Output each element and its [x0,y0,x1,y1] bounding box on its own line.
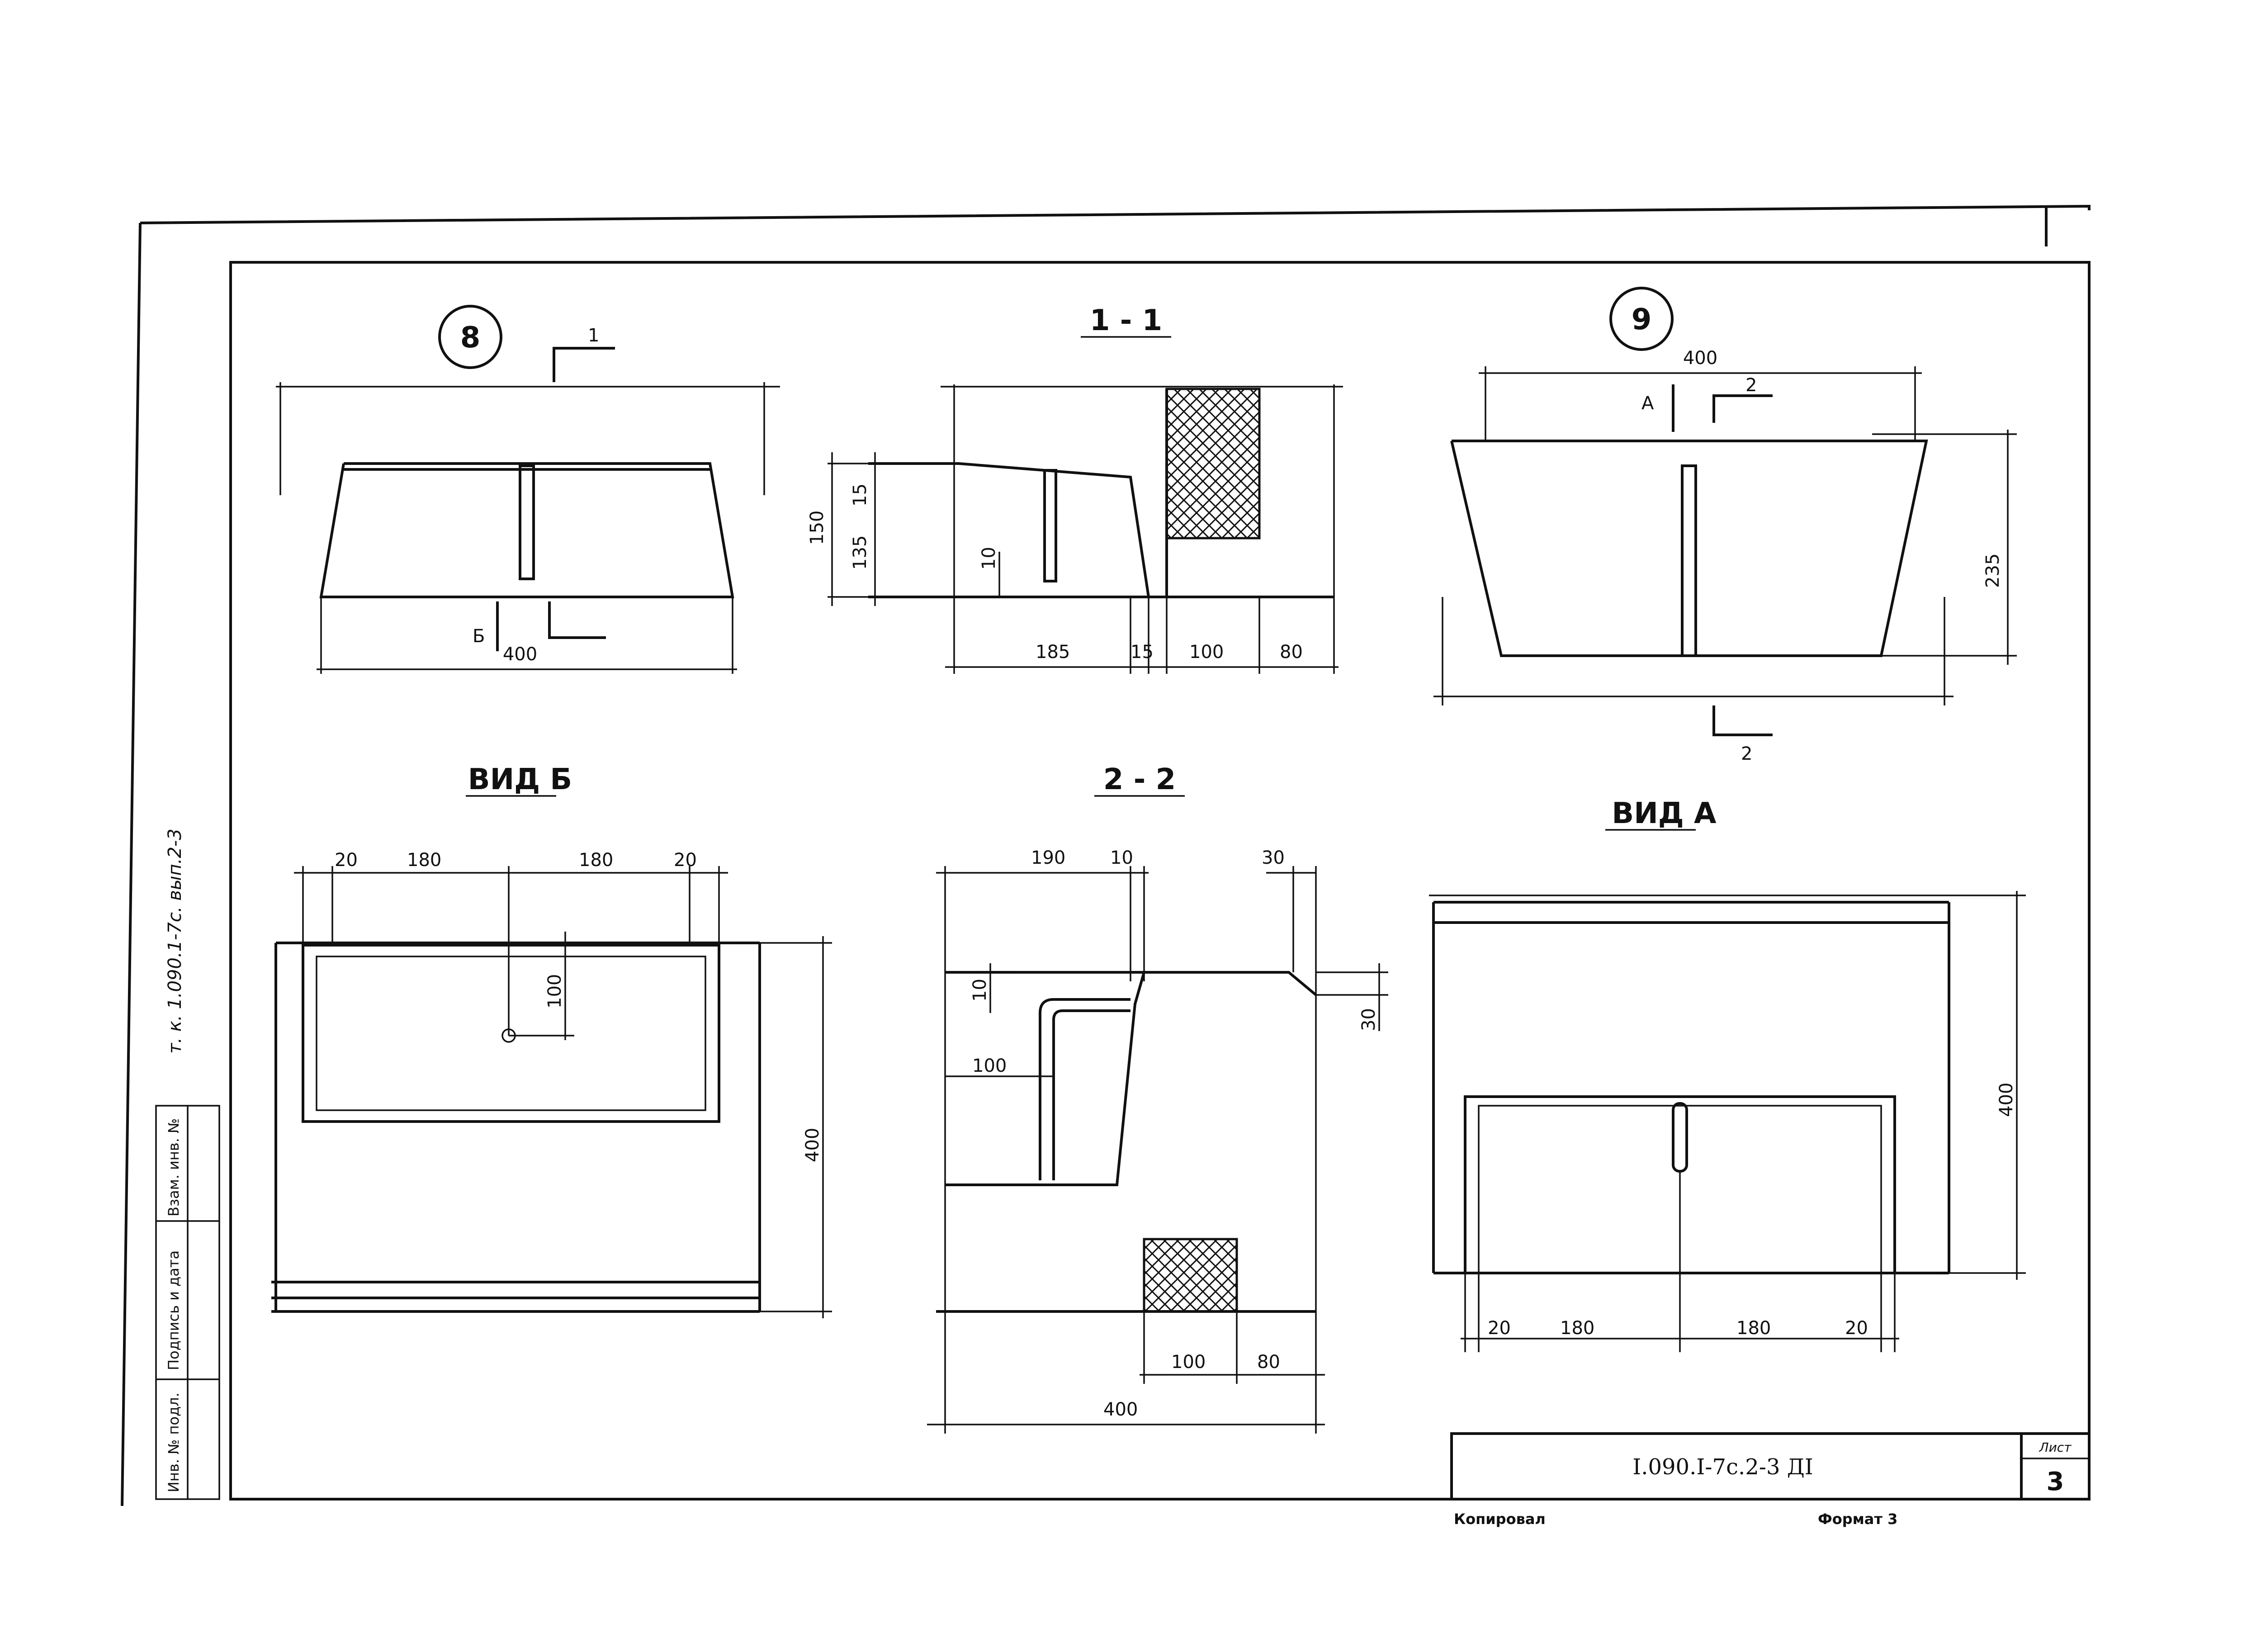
view-b-title: ВИД Б [468,763,572,796]
dim-400-bottom: 400 [1103,1399,1138,1420]
node-8-marker: 8 [460,321,481,355]
view-b-dim-100: 100 [544,974,565,1008]
view-a: ВИД A 400 20 180 180 20 [1429,797,2026,1352]
view-b: ВИД Б 20 180 180 20 100 400 [271,763,832,1318]
sheet-frame [121,204,2091,1506]
section-1-1: 1 - 1 150 15 135 10 185 15 100 80 [807,304,1343,674]
section-2-2-title: 2 - 2 [1103,763,1176,796]
cut-1-label: 1 [588,325,599,346]
approval-stamp: Инв. № подл. Подпись и дата Взам. инв. № [155,1105,220,1500]
dim-100-left: 100 [972,1056,1007,1076]
dim-80: 80 [1280,642,1303,663]
side-note: т. к. 1.090.1-7с. вып.2-3 [165,828,185,1054]
section-2-2: 2 - 2 190 10 30 10 30 100 100 80 400 [927,763,1388,1434]
dim-135: 135 [850,535,870,570]
stamp-cell-2: Подпись и дата [165,1250,182,1370]
drawing-code: I.090.I-7с.2-3 ДI [1632,1454,1813,1480]
node-8: 8 1 400 Б [276,305,780,674]
hatched-insulation [1165,388,1261,540]
dim-30-top: 30 [1262,847,1285,868]
dim-15-top: 15 [850,483,870,506]
section-1-1-title: 1 - 1 [1090,304,1162,337]
dim-100-bottom: 100 [1171,1352,1206,1373]
node-9-top-dim: 400 [1683,348,1717,369]
view-b-dim-180-left: 180 [407,850,441,871]
cut-2-top-label: 2 [1745,375,1757,396]
view-a-dim-20-left: 20 [1488,1318,1511,1339]
dim-10-left: 10 [970,979,990,1002]
dim-15-bottom: 15 [1130,642,1154,663]
cut-2-bottom-label: 2 [1741,743,1752,764]
dim-10-top: 10 [1110,847,1133,868]
hatched-insulation-2 [1143,1238,1238,1313]
dim-30-right: 30 [1358,1008,1379,1031]
view-a-dim-180-right: 180 [1736,1318,1771,1339]
arrow-a-label: A [1641,393,1654,414]
footer-format: Формат 3 [1818,1510,1897,1528]
view-a-dim-20-right: 20 [1845,1318,1868,1339]
view-b-dim-20-right: 20 [674,850,697,871]
view-a-dim-400: 400 [1996,1083,2017,1117]
node-9: 9 400 A 2 235 2 [1433,287,2017,764]
footer-copied: Копировал [1454,1510,1546,1528]
view-b-dim-20-left: 20 [335,850,358,871]
node-9-marker: 9 [1632,303,1652,336]
view-b-dim-180-right: 180 [579,850,613,871]
cut-b-label: Б [473,626,485,647]
dim-10: 10 [979,547,999,570]
dim-190: 190 [1031,847,1065,868]
dim-185: 185 [1036,642,1070,663]
view-a-title: ВИД A [1612,797,1717,830]
view-b-dim-400: 400 [802,1128,823,1162]
dim-80-bottom: 80 [1257,1352,1280,1373]
node-8-width: 400 [503,644,537,665]
sheet-number: 3 [2047,1467,2064,1496]
title-block: I.090.I-7с.2-3 ДI Лист 3 Копировал Форма… [1450,1432,2091,1528]
dim-100: 100 [1189,642,1224,663]
view-a-dim-180-left: 180 [1560,1318,1594,1339]
dim-150: 150 [807,511,828,545]
stamp-cell-3: Взам. инв. № [165,1118,182,1217]
node-9-height: 235 [1982,554,2003,588]
stamp-cell-1: Инв. № подл. [165,1392,182,1492]
sheet-label: Лист [2039,1440,2072,1455]
